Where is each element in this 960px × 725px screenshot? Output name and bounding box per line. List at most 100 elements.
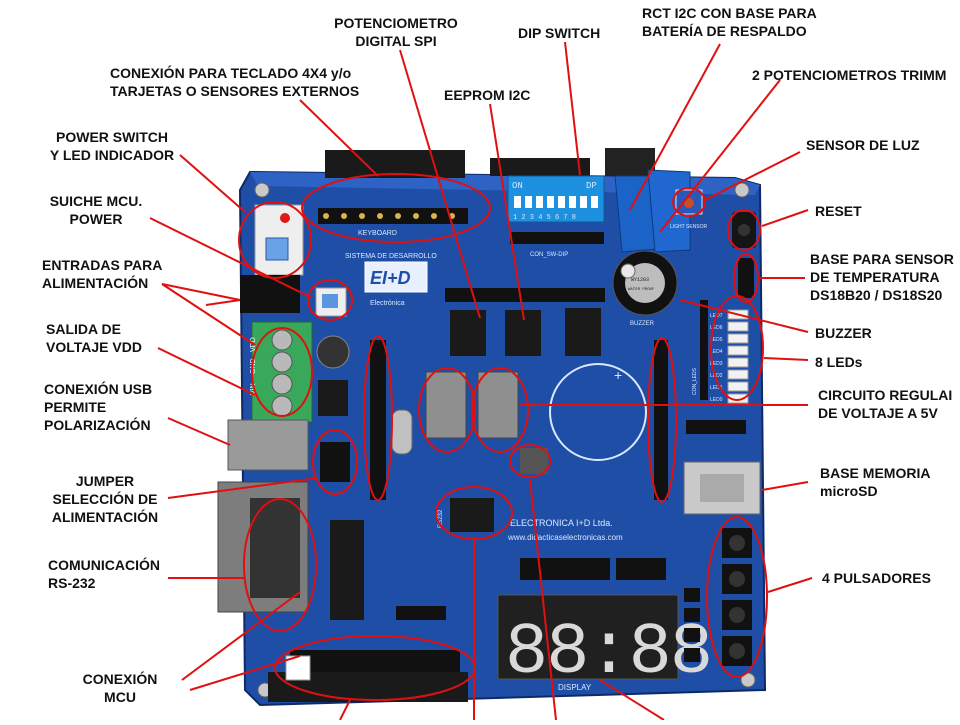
label-line: RCT I2C CON BASE PARA: [642, 5, 817, 21]
svg-text:EI+D: EI+D: [370, 268, 411, 288]
reset-button-part: [732, 212, 756, 248]
label-line: 4 PULSADORES: [822, 570, 931, 586]
label-line: SELECCIÓN DE: [52, 491, 158, 507]
led2-label: LED2: [710, 373, 723, 379]
company-text: ELECTRONICA I+D Ltda.: [510, 518, 613, 528]
ellipse-reset: [727, 209, 761, 251]
label-line: DE VOLTAJE A 5V: [818, 405, 938, 421]
pushbuttons: [722, 528, 752, 666]
label-line: POWER: [69, 211, 123, 227]
leader-lines: [149, 41, 813, 721]
inductor: [318, 380, 348, 416]
label-line: DIP SWITCH: [518, 25, 601, 41]
label-line: CONEXIÓN USB: [44, 381, 153, 397]
ellipse-reg-2: [471, 367, 529, 453]
label-line: SENSOR DE LUZ: [806, 137, 920, 153]
label-line: BASE MEMORIA: [820, 465, 931, 481]
mcu-power-knob: [322, 294, 338, 308]
ellipse-rs232: [243, 498, 317, 632]
rs232-text: RS232: [438, 509, 444, 528]
label-line: ALIMENTACIÓN: [42, 275, 149, 291]
ellipse-power-switch: [238, 201, 312, 279]
dip-on-text: ON: [512, 181, 523, 191]
label-salida-voltaje: SALIDA DE VOLTAJE VDD: [46, 320, 142, 356]
seven-seg-digits: 88:88: [505, 612, 711, 694]
svg-text:+: +: [614, 367, 622, 383]
label-conexion-teclado: CONEXIÓN PARA TECLADO 4X4 y/o TARJETAS O…: [110, 64, 359, 100]
display-header-2: [616, 558, 666, 580]
mcu-header-left: [370, 340, 386, 500]
label-line: SUICHE MCU.: [49, 193, 143, 209]
chip-header-row: [445, 288, 605, 302]
label-line: DS18B20 / DS18S20: [810, 287, 943, 303]
label-line: COMUNICACIÓN: [48, 557, 160, 573]
label-power-switch: POWER SWITCH Y LED INDICADOR: [44, 128, 180, 164]
label-line: ENTRADAS PARA: [42, 257, 163, 273]
label-conexion-mcu: CONEXIÓN MCU: [74, 670, 166, 706]
ellipse-reg-1: [418, 367, 476, 453]
label-line: POTENCIOMETRO: [334, 15, 458, 31]
label-line: BATERÍA DE RESPALDO: [642, 23, 807, 39]
electronica-text: Electrónica: [370, 300, 405, 307]
label-line: MCU: [104, 689, 136, 705]
label-potenciometros-trimmer: 2 POTENCIOMETROS TRIMM: [752, 66, 946, 84]
ellipse-header-left: [363, 335, 393, 501]
ellipse-reg-3: [509, 444, 551, 478]
label-rct-i2c: RCT I2C CON BASE PARA BATERÍA DE RESPALD…: [642, 4, 817, 40]
label-reset: RESET: [815, 202, 862, 220]
sd-header: [686, 420, 746, 434]
website-text: www.didacticaselectronicas.com: [507, 533, 623, 542]
label-line: DE TEMPERATURA: [810, 269, 940, 285]
led3-label: LED3: [710, 361, 723, 367]
label-comunicacion-rs232: COMUNICACIÓN RS-232: [48, 556, 160, 592]
terminal-block: VIN GND VDD: [250, 321, 313, 423]
mount-hole: [734, 182, 750, 198]
regulator-3: [520, 448, 548, 474]
label-conexion-usb: CONEXIÓN USB PERMITE POLARIZACIÓN: [44, 380, 152, 434]
mcu-bottom-header: [290, 650, 460, 672]
capacitor: [316, 335, 350, 369]
transistors: [684, 588, 700, 662]
dip-switch: ON DP 1 2 3 4 5 6 7 8 CON_SW-DIP: [507, 175, 605, 258]
label-line: SALIDA DE: [46, 321, 121, 337]
dip-dp-text: DP: [586, 181, 597, 191]
power-switch-area: [254, 204, 304, 276]
dip-housing: [490, 158, 590, 176]
ellipse-light: [672, 187, 706, 217]
label-line: RS-232: [48, 575, 96, 591]
label-line: 2 POTENCIOMETROS TRIMM: [752, 67, 947, 83]
label-line: microSD: [820, 483, 878, 499]
small-header: [396, 606, 446, 620]
crystal: [391, 409, 413, 455]
buzzer-chip-line2: WATER PROOF: [628, 288, 655, 292]
regulator-2: [477, 371, 519, 439]
label-line: RESET: [815, 203, 862, 219]
label-eeprom: EEPROM I2C: [444, 86, 530, 104]
seven-segment-display: 88:88 DISPLAY: [497, 594, 713, 694]
label-line: Y LED INDICADOR: [49, 147, 175, 163]
term-gnd: GND: [250, 358, 257, 374]
company-logo: EI+D Electrónica: [364, 261, 428, 307]
temp-sensor-base: [738, 258, 754, 298]
con-sw-dip-text: CON_SW-DIP: [530, 252, 568, 258]
led1-label: LED1: [710, 385, 723, 391]
ellipse-usb-chip: [435, 486, 513, 540]
microsd-socket: [683, 461, 761, 515]
label-pulsadores: 4 PULSADORES: [822, 569, 931, 587]
label-line: EEPROM I2C: [444, 87, 531, 103]
sistema-text: SISTEMA DE DESARROLLO: [345, 253, 437, 260]
label-line: BASE PARA SENSOR: [810, 251, 954, 267]
label-buzzer: BUZZER: [815, 324, 872, 342]
label-line: DIGITAL SPI: [355, 33, 437, 49]
label-line: JUMPER: [75, 473, 135, 489]
keyboard-header: KEYBOARD: [318, 208, 468, 237]
jumper-block: [320, 442, 350, 482]
label-line: CONEXIÓN PARA TECLADO 4X4 y/o: [110, 65, 352, 81]
ellipse-pulsadores: [706, 516, 768, 678]
label-sensor-luz: SENSOR DE LUZ: [806, 136, 920, 154]
label-base-memoria: BASE MEMORIA microSD: [820, 464, 930, 500]
label-line: ALIMENTACIÓN: [51, 509, 159, 525]
con-leds-text: CON_LEDS: [692, 367, 698, 395]
